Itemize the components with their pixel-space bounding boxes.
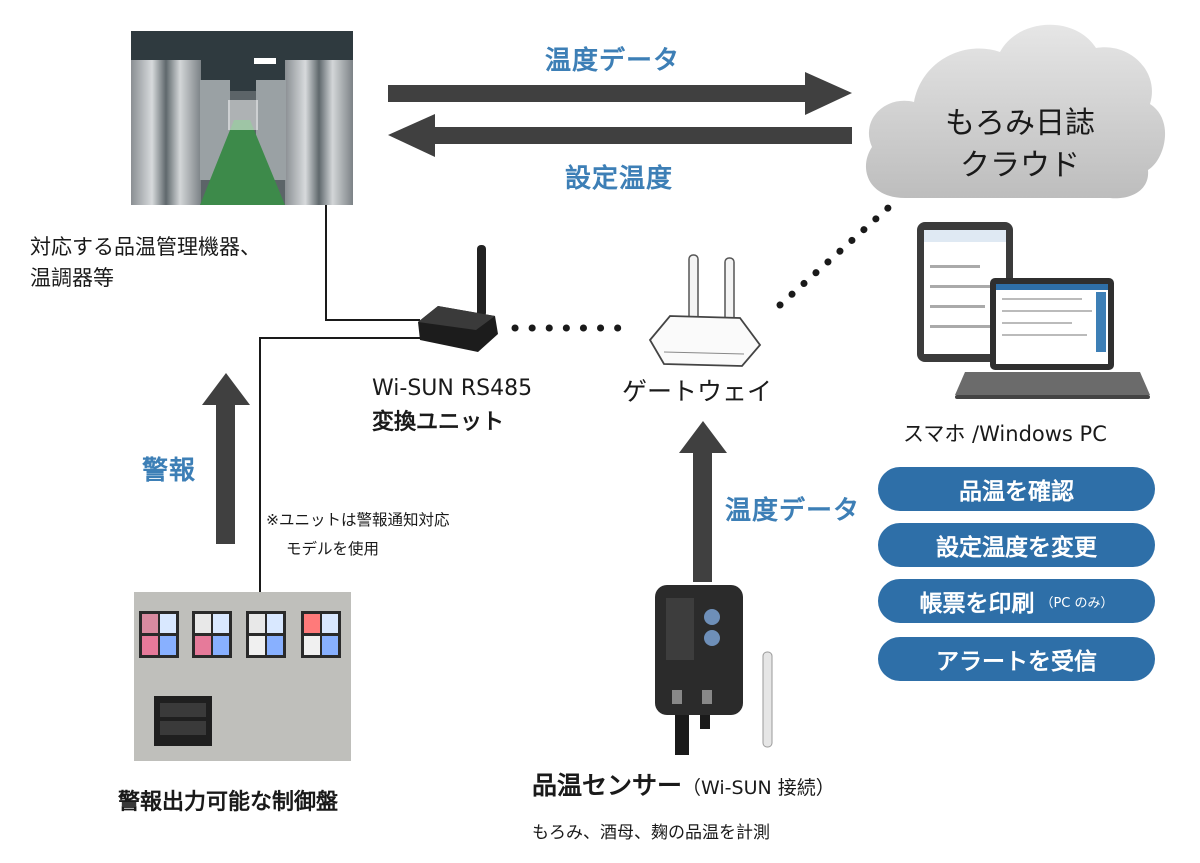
setpoint-arrow-left (388, 114, 852, 157)
converter-label-line1: Wi-SUN RS485 (372, 376, 533, 401)
sensor-title: 品温センサー（Wi-SUN 接続） (532, 766, 835, 802)
tank-caption-line1: 対応する品温管理機器、 (30, 235, 261, 259)
alarm-note-line1: ※ユニットは警報通知対応 (266, 511, 450, 529)
gateway-label: ゲートウェイ (622, 377, 773, 406)
alarm-note-line2: モデルを使用 (286, 540, 380, 558)
cloud-label-line2: クラウド (960, 148, 1080, 183)
gateway-cloud-link (776, 204, 892, 309)
panel-caption: 警報出力可能な制御盤 (118, 790, 339, 815)
sensor-subtitle: もろみ、酒母、麹の品温を計測 (532, 823, 770, 843)
converter-unit (418, 245, 498, 352)
laptop-device (955, 278, 1150, 399)
feature-pill-receive-alert: アラートを受信 (878, 637, 1155, 681)
sensor-device (655, 585, 773, 755)
gateway-device (648, 254, 762, 367)
panel-to-converter-wire (259, 337, 420, 592)
feature-pill-label: アラートを受信 (936, 649, 1097, 675)
sensor-data-arrow-up (679, 421, 727, 582)
cloud-label: もろみ日誌 クラウド (905, 103, 1135, 187)
feature-pill-label: 帳票を印刷 (919, 591, 1035, 617)
feature-pill-note: （PC のみ） (1040, 595, 1114, 611)
alarm-note: ※ユニットは警報通知対応 モデルを使用 (266, 506, 450, 564)
tank-photo (131, 31, 353, 205)
cloud-label-line1: もろみ日誌 (945, 106, 1095, 141)
tank-caption-line2: 温調器等 (30, 266, 114, 290)
setpoint-label: 設定温度 (565, 164, 674, 194)
control-panel-photo (134, 592, 351, 761)
temp-data-arrow-right (388, 72, 852, 115)
alarm-arrow-up (202, 373, 250, 544)
feature-pill-label: 品温を確認 (959, 479, 1074, 505)
feature-pill-label: 設定温度を変更 (936, 535, 1097, 561)
cloud-shape (865, 24, 1166, 199)
tank-to-converter-wire (325, 205, 420, 321)
feature-pill-check-temp: 品温を確認 (878, 467, 1155, 511)
converter-label: Wi-SUN RS485 変換ユニット (372, 372, 532, 440)
temp-data-label-top: 温度データ (545, 46, 681, 76)
sensor-title-suffix: （Wi-SUN 接続） (682, 777, 835, 799)
feature-pill-change-setpoint: 設定温度を変更 (878, 523, 1155, 567)
alarm-label: 警報 (142, 456, 197, 486)
devices-label: スマホ /Windows PC (903, 422, 1107, 446)
tank-caption: 対応する品温管理機器、 温調器等 (30, 232, 261, 294)
temp-data-label-sensor: 温度データ (725, 496, 861, 526)
converter-label-line2: 変換ユニット (372, 410, 505, 435)
feature-pill-print-report: 帳票を印刷 （PC のみ） (878, 579, 1155, 623)
sensor-title-main: 品温センサー (532, 771, 683, 800)
